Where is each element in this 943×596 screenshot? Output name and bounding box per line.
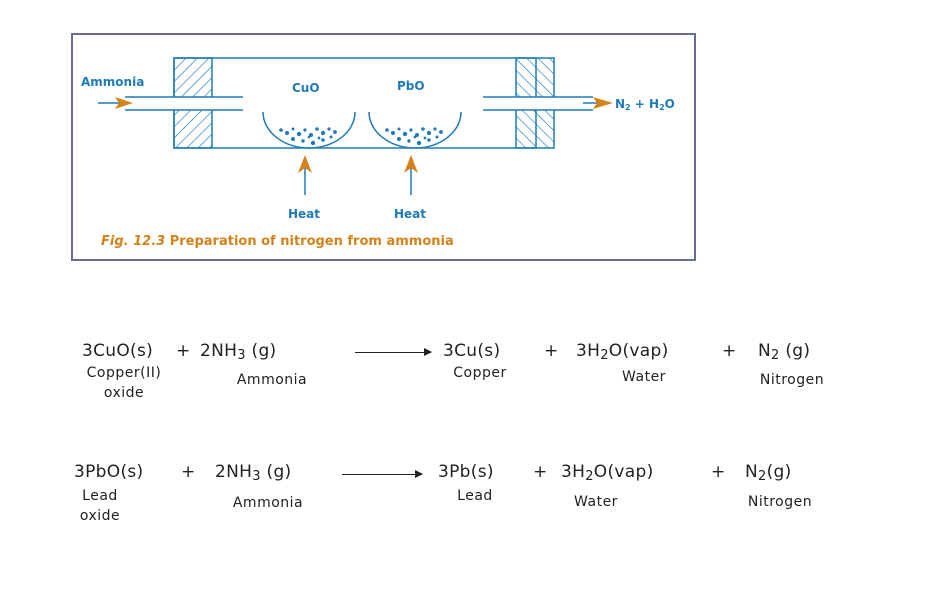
reaction-arrow-icon (355, 348, 432, 356)
pbo-boat (368, 111, 462, 149)
name-nitrogen: Nitrogen (747, 494, 813, 510)
pbo-label: PbO (397, 79, 425, 93)
inlet-label: Ammonia (81, 75, 144, 89)
product-nitrogen: N2(g) (745, 462, 792, 484)
plus-sign: + (181, 462, 196, 482)
outlet-pipe (483, 96, 593, 111)
heat-arrow-icon (404, 155, 418, 195)
inlet-pipe (125, 96, 243, 111)
name-copper-ii: Copper(II) (86, 365, 162, 381)
name-water: Water (574, 494, 618, 510)
product-water: 3H2O(vap) (576, 341, 669, 363)
reactant-pbo: 3PbO(s) (74, 462, 144, 482)
plus-sign: + (722, 341, 737, 361)
plus-sign: + (711, 462, 726, 482)
figure-frame: Ammonia CuO PbO N2 + H2O Heat Heat Fig. … (71, 33, 696, 261)
reaction-arrow-icon (342, 470, 423, 478)
heat-label: Heat (288, 207, 320, 221)
name-ammonia: Ammonia (232, 495, 304, 511)
plus-sign: + (533, 462, 548, 482)
product-pb: 3Pb(s) (438, 462, 494, 482)
plus-sign: + (544, 341, 559, 361)
name-lead: Lead (457, 488, 493, 504)
product-nitrogen: N2 (g) (758, 341, 811, 363)
inlet-arrow-icon (98, 97, 133, 109)
name-lead: Lead (82, 488, 118, 504)
name-water: Water (622, 369, 666, 385)
reactant-cuo: 3CuO(s) (82, 341, 154, 361)
cuo-boat (262, 111, 356, 149)
name-oxide: oxide (79, 508, 121, 524)
outlet-label: N2 + H2O (615, 97, 675, 112)
plus-sign: + (176, 341, 191, 361)
heat-arrow-icon (298, 155, 312, 195)
product-water: 3H2O(vap) (561, 462, 654, 484)
figure-caption: Fig. 12.3 Preparation of nitrogen from a… (101, 234, 454, 249)
apparatus-diagram: Ammonia CuO PbO N2 + H2O Heat Heat Fig. … (81, 57, 675, 249)
outlet-arrow-icon (583, 97, 613, 109)
reactant-nh3: 2NH3 (g) (200, 341, 277, 363)
name-oxide: oxide (103, 385, 145, 401)
name-ammonia: Ammonia (236, 372, 308, 388)
heat-label: Heat (394, 207, 426, 221)
name-nitrogen: Nitrogen (759, 372, 825, 388)
name-copper: Copper (453, 365, 507, 381)
reactant-nh3: 2NH3 (g) (215, 462, 292, 484)
product-cu: 3Cu(s) (443, 341, 501, 361)
cuo-label: CuO (292, 81, 320, 95)
